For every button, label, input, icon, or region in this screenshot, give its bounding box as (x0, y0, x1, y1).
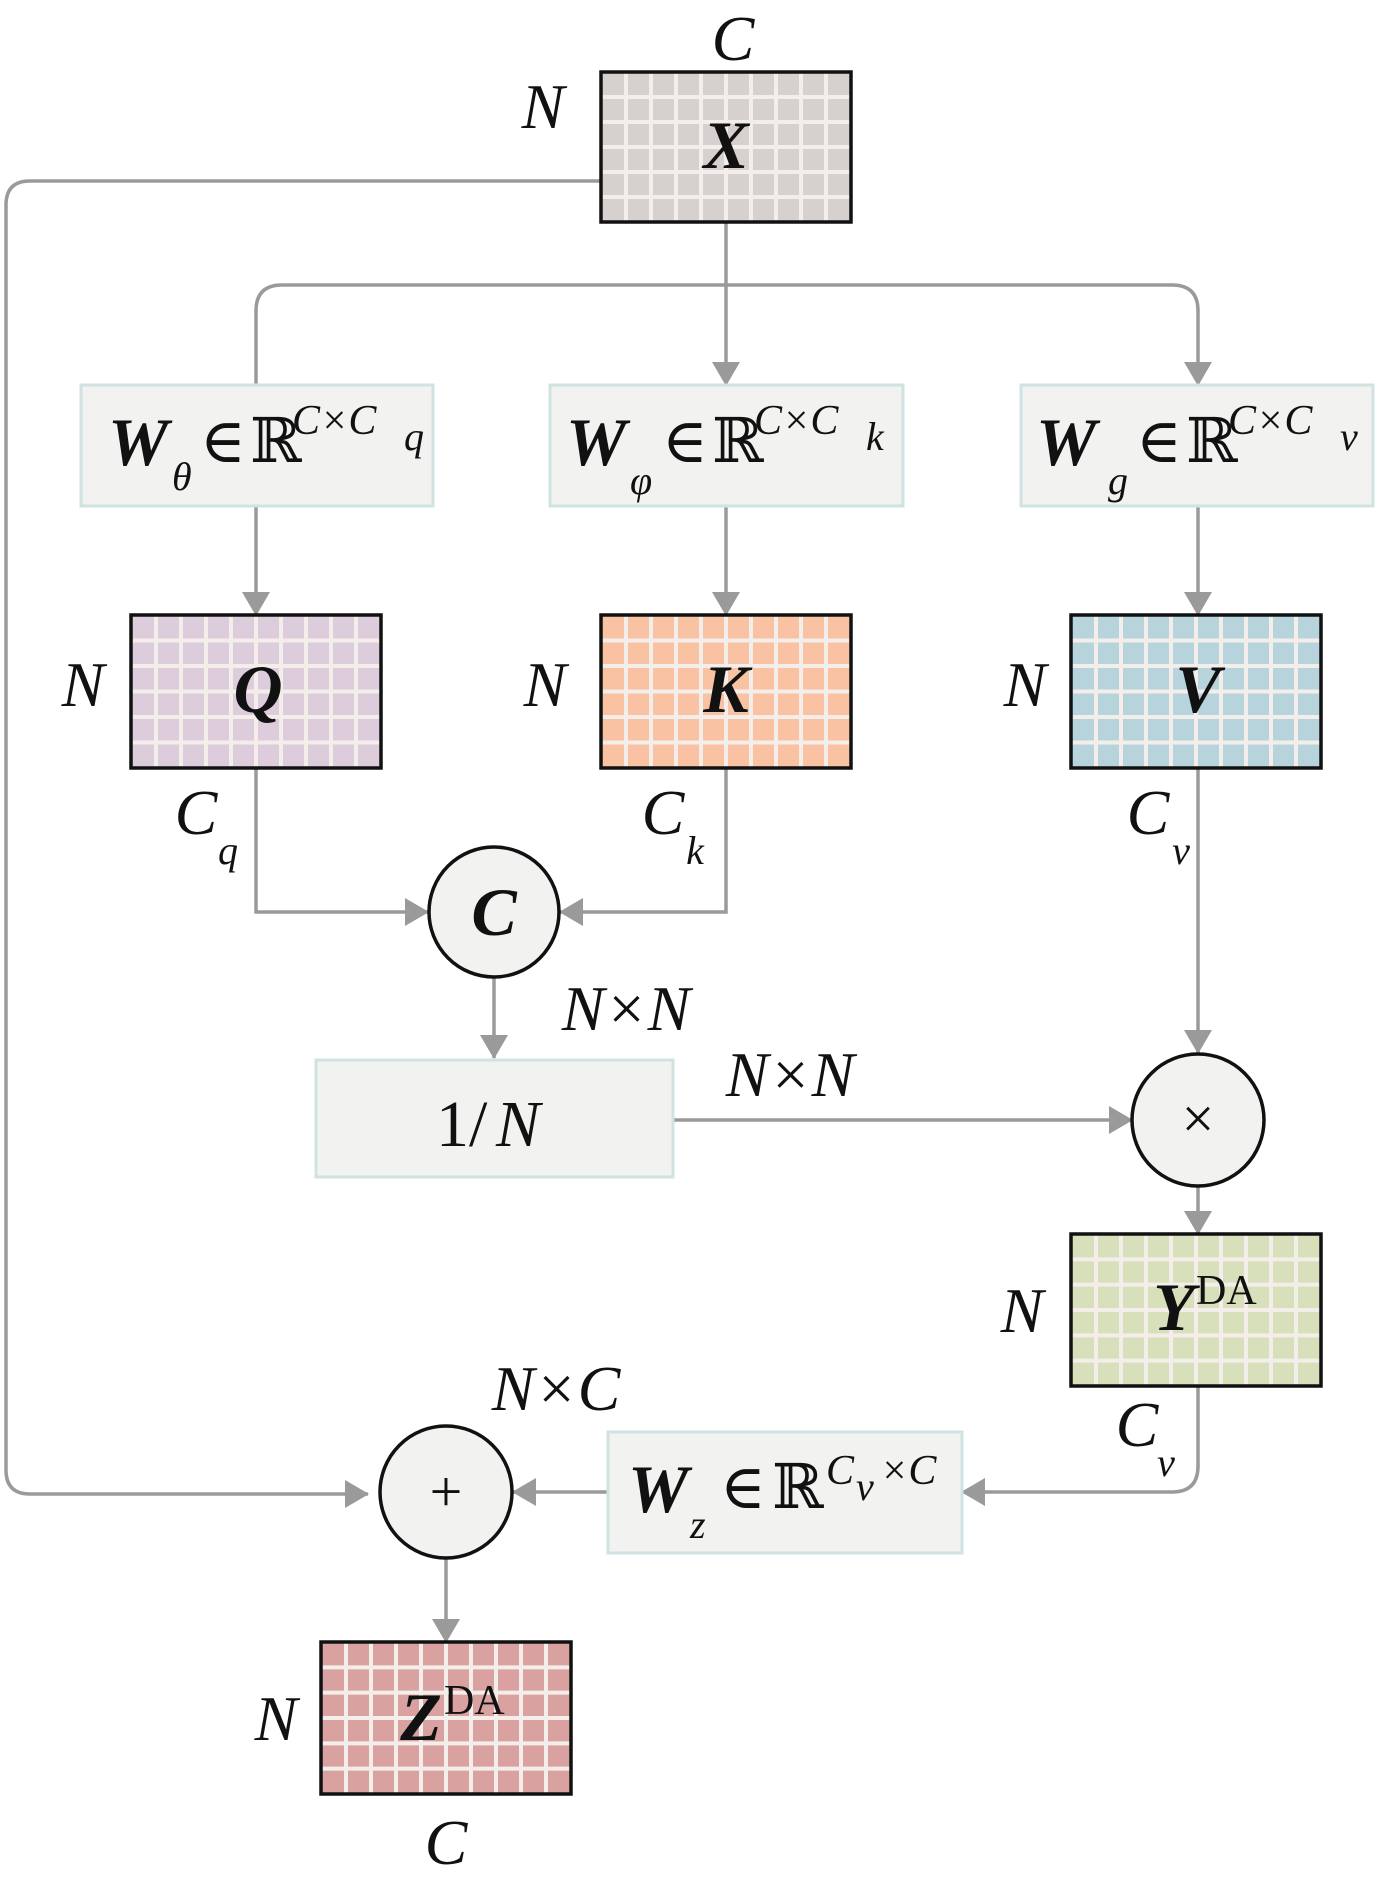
op-multiply: × (1130, 1052, 1266, 1188)
q-to-c-wire (254, 768, 429, 926)
op-add-symbol: + (430, 1459, 463, 1524)
matrix-v-col-label: C (1127, 777, 1171, 848)
matrix-x: X N C (521, 3, 853, 224)
matrix-z-grid (319, 1640, 573, 1796)
matrix-y-col-label: C (1116, 1389, 1160, 1460)
matrix-k-symbol: K (702, 651, 753, 727)
weight-phi-sub: φ (630, 458, 652, 503)
weight-theta-sup-b: q (404, 414, 424, 459)
weight-z-r: ℝ (772, 1454, 824, 1522)
matrix-y-symbol: Y (1153, 1269, 1200, 1345)
matrix-z-symbol: Z (399, 1679, 442, 1755)
weight-g-in: ∈ (1136, 408, 1182, 476)
matrix-q: Q N C q (61, 613, 383, 873)
weight-theta-r: ℝ (250, 408, 302, 476)
weight-theta-in: ∈ (200, 408, 246, 476)
matrix-k-col-label: C (642, 777, 686, 848)
matrix-y: Y DA N C v (1000, 1232, 1323, 1485)
matrix-x-grid (599, 70, 853, 224)
op-correlation: C (427, 845, 561, 979)
matrix-k-row-label: N (523, 649, 570, 720)
weight-g-sub: g (1108, 458, 1128, 503)
weight-phi-w: W (566, 404, 631, 480)
scale-box: 1/ N (314, 1058, 675, 1179)
matrix-z-superscript: DA (444, 1678, 505, 1724)
branch-left-wire (254, 283, 726, 385)
op-multiply-symbol: × (1182, 1086, 1215, 1151)
matrix-q-grid (129, 613, 383, 770)
matrix-z: Z DA N C (254, 1640, 573, 1878)
weight-theta-box (79, 383, 435, 508)
matrix-x-col-label: C (712, 3, 756, 74)
matrix-q-border (129, 613, 383, 770)
op-add-circle (378, 1424, 514, 1560)
dim-add-input: N×C (491, 1353, 622, 1424)
matrix-z-border (319, 1640, 573, 1796)
matrix-k-grid (599, 613, 853, 770)
op-correlation-circle (427, 845, 561, 979)
matrix-v: V N C v (1003, 613, 1323, 873)
matrix-v-row-label: N (1003, 649, 1050, 720)
matrix-x-border (599, 70, 853, 224)
weight-z-sub: z (689, 1502, 706, 1547)
scale-box-rect (314, 1058, 675, 1179)
matrix-x-symbol: X (701, 107, 750, 183)
matrix-q-col-subscript: q (218, 828, 238, 873)
matrix-q-col-label: C (175, 777, 219, 848)
matrix-k-col-subscript: k (686, 828, 705, 873)
dim-c-output: N×N (561, 973, 694, 1044)
branch-right-wire (726, 283, 1212, 386)
dim-scale-output: N×N (725, 1039, 858, 1110)
matrix-q-row-label: N (61, 649, 108, 720)
weight-phi-sup-b: k (866, 414, 885, 459)
matrix-z-col-label: C (425, 1807, 469, 1878)
weight-z-box (606, 1430, 964, 1555)
weight-theta-sup-a: C×C (292, 398, 377, 444)
weight-phi-sup-a: C×C (754, 398, 839, 444)
weight-g-box (1019, 383, 1375, 508)
matrix-z-row-label: N (254, 1683, 301, 1754)
matrix-x-row-label: N (521, 71, 568, 142)
matrix-k: K N C k (523, 613, 853, 873)
scale-box-den: N (495, 1088, 544, 1161)
weight-theta: W θ ∈ ℝ C×C q (79, 383, 435, 508)
weight-z-sup-c: ×C (880, 1448, 937, 1494)
weight-phi-in: ∈ (662, 408, 708, 476)
matrix-k-border (599, 613, 853, 770)
weight-z-sup-b: v (856, 1464, 874, 1509)
matrix-v-grid (1069, 613, 1323, 770)
skip-connection-wire (4, 179, 600, 1508)
y-to-wz-wire (961, 1386, 1200, 1506)
weight-z: W z ∈ ℝ C v ×C (606, 1430, 964, 1555)
matrix-q-symbol: Q (233, 651, 282, 727)
weight-phi-box (548, 383, 905, 508)
weight-g-sup-b: v (1340, 414, 1358, 459)
scale-box-num: 1/ (436, 1088, 488, 1161)
weight-z-in: ∈ (720, 1454, 766, 1522)
weight-g-sup-a: C×C (1228, 398, 1313, 444)
matrix-y-grid (1069, 1232, 1323, 1388)
weight-z-w: W (628, 1451, 693, 1527)
matrix-v-symbol: V (1175, 651, 1225, 727)
weight-g-w: W (1036, 404, 1101, 480)
op-correlation-symbol: C (471, 874, 517, 950)
op-multiply-circle (1130, 1052, 1266, 1188)
weight-theta-sub: θ (172, 454, 192, 499)
weight-theta-w: W (108, 404, 173, 480)
weight-phi: W φ ∈ ℝ C×C k (548, 383, 905, 508)
k-to-c-wire (559, 768, 728, 926)
weight-g-r: ℝ (1186, 408, 1238, 476)
weight-g: W g ∈ ℝ C×C v (1019, 383, 1375, 508)
weight-z-sup-a: C (826, 1448, 855, 1494)
weight-phi-r: ℝ (712, 408, 764, 476)
matrix-v-col-subscript: v (1172, 828, 1190, 873)
matrix-y-border (1069, 1232, 1323, 1388)
matrix-y-superscript: DA (1196, 1268, 1257, 1314)
matrix-y-col-subscript: v (1157, 1440, 1175, 1485)
matrix-y-row-label: N (1000, 1275, 1047, 1346)
matrix-v-border (1069, 613, 1323, 770)
op-add: + (378, 1424, 514, 1560)
